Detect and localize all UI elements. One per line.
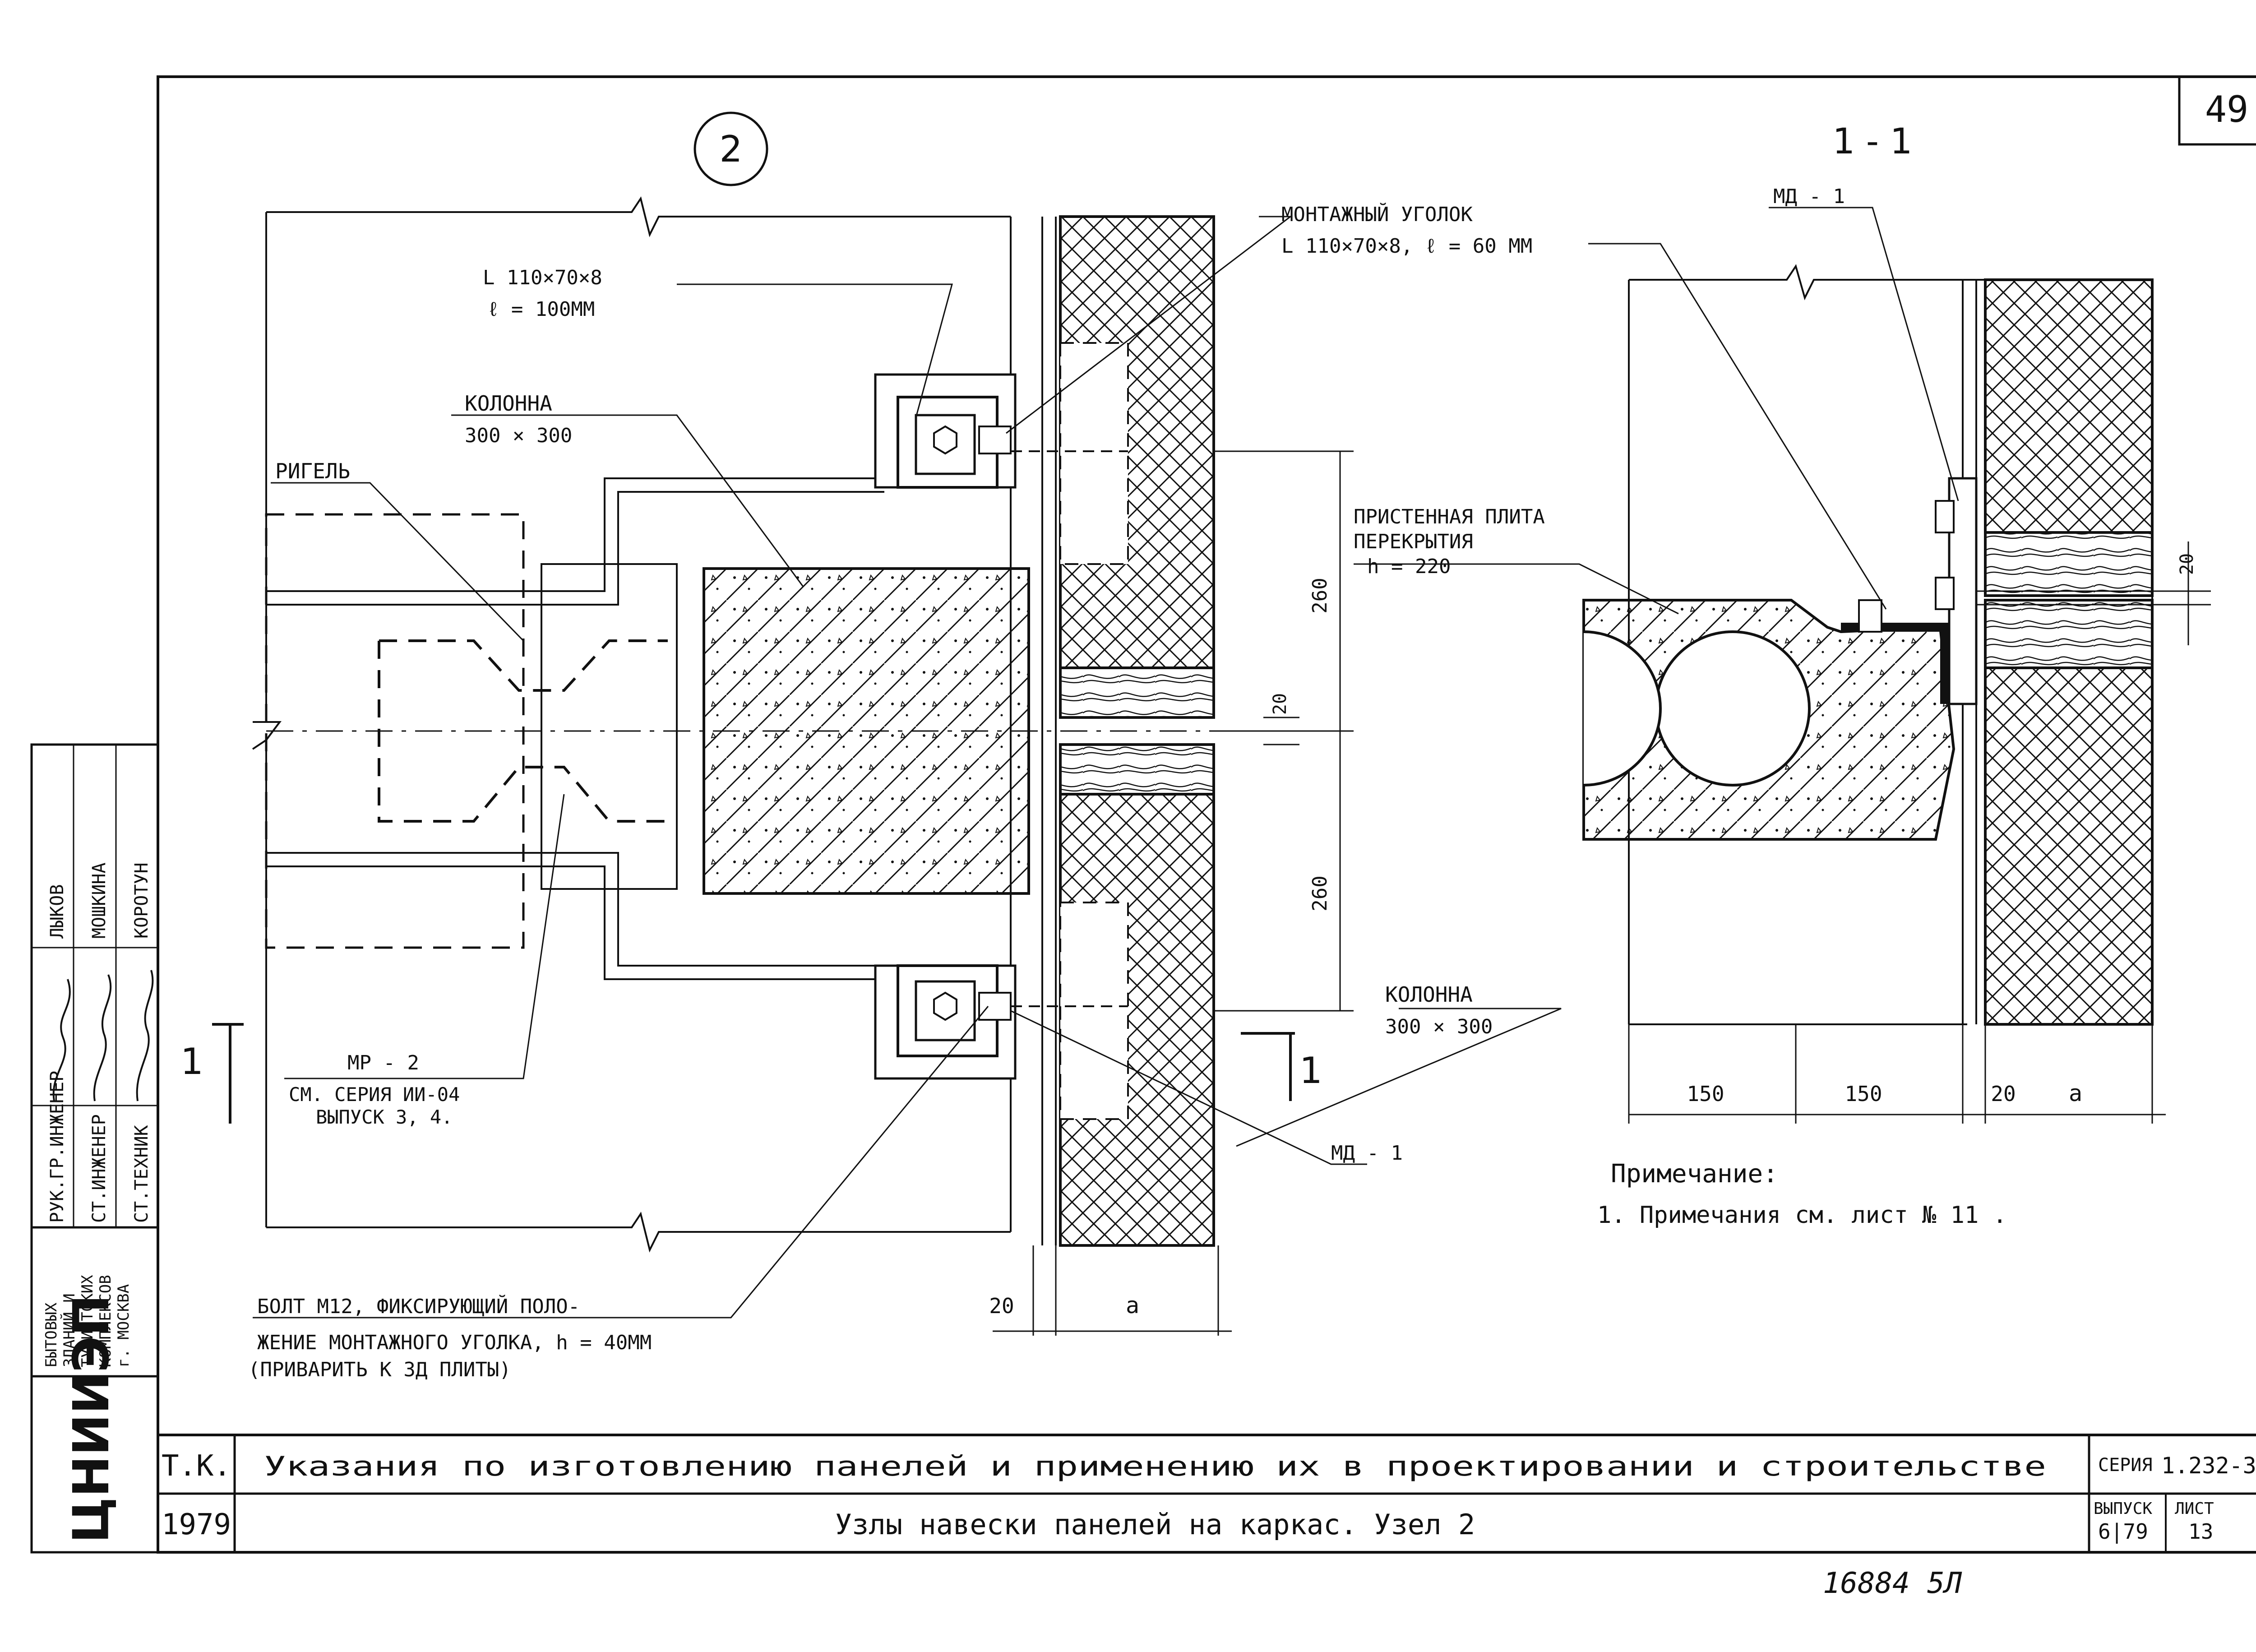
section-1-1	[1354, 207, 2211, 1124]
md1-label-right: МД - 1	[1773, 185, 1845, 208]
note-title: Примечание:	[1611, 1159, 1778, 1189]
name-1: ЛЫКОВ	[47, 884, 68, 939]
sheet-subtitle: Узлы навески панелей на каркас. Узел 2	[835, 1508, 1475, 1541]
series-value: 1.232-3	[2161, 1453, 2256, 1479]
role-3: СТ.ТЕХНИК	[131, 1125, 152, 1223]
name-2: МОШКИНА	[89, 862, 110, 939]
sheet-title: Указания по изготовлению панелей и приме…	[264, 1451, 2046, 1482]
sheet-label: ЛИСТ	[2175, 1499, 2214, 1518]
mr2-ref2: ВЫПУСК 3, 4.	[316, 1106, 453, 1128]
dim-bottom-20: 20	[989, 1294, 1014, 1318]
tk-label: Т.К.	[162, 1449, 231, 1483]
role-2: СТ.ИНЖЕНЕР	[89, 1114, 110, 1223]
section-title: 1 - 1	[1833, 121, 1913, 162]
dim-150-a: 150	[1687, 1082, 1724, 1106]
year-label: 1979	[162, 1508, 231, 1541]
md1-label-left: МД - 1	[1331, 1142, 1403, 1165]
name-3: КОРОТУН	[131, 862, 152, 939]
dim-20-right: 20	[2177, 553, 2197, 575]
bolt-note-1: БОЛТ М12, ФИКСИРУЮЩИЙ ПОЛО-	[257, 1294, 580, 1318]
sheet-number: 49	[2205, 88, 2248, 130]
node-label: 2	[720, 128, 743, 170]
slab-label-1: ПРИСТЕННАЯ ПЛИТА	[1354, 505, 1545, 528]
note-1: 1. Примечания см. лист № 11 .	[1597, 1202, 2007, 1229]
signature-2	[93, 974, 112, 1101]
dim-260-bottom: 260	[1308, 875, 1331, 911]
dim-20-b: 20	[1991, 1082, 2016, 1106]
column-size: 300 × 300	[465, 424, 572, 447]
mr2-ref1: СМ. СЕРИЯ ИИ-04	[289, 1083, 460, 1106]
sheet-number-box	[2178, 75, 2256, 146]
angle-small-length: ℓ = 100ММ	[487, 298, 595, 321]
bolt-note-2: ЖЕНИЕ МОНТАЖНОГО УГОЛКА, h = 40ММ	[257, 1331, 652, 1354]
column2-size: 300 × 300	[1385, 1015, 1493, 1038]
title-block	[158, 1434, 2256, 1552]
signature-3	[136, 970, 154, 1101]
bolt-note-3: (ПРИВАРИТЬ К ЗД ПЛИТЫ)	[248, 1358, 511, 1381]
dim-bottom-a: а	[1126, 1292, 1139, 1319]
node-2-drawing	[212, 111, 1562, 1336]
girder-label: РИГЕЛЬ	[275, 459, 350, 483]
column-label: КОЛОННА	[465, 391, 552, 416]
dim-150-b: 150	[1845, 1082, 1882, 1106]
signature-1	[52, 979, 71, 1101]
org-6: г. МОСКВА	[115, 1284, 133, 1367]
slab-label-3: h = 220	[1367, 555, 1451, 578]
section-mark-left: 1	[180, 1041, 203, 1083]
slab-label-2: ПЕРЕКРЫТИЯ	[1354, 530, 1473, 553]
org-5: КОМПЛЕКСОВ	[97, 1275, 115, 1367]
series-label: СЕРИЯ	[2098, 1455, 2152, 1476]
mounting-angle-label: МОНТАЖНЫЙ УГОЛОК	[1281, 202, 1473, 226]
mr2-label: МР - 2	[347, 1051, 419, 1074]
angle-small-label: L 110×70×8	[483, 266, 602, 289]
section-mark-right: 1	[1299, 1050, 1322, 1092]
org-3: ЗДАНИЙ И	[60, 1293, 79, 1367]
org-4: ТУРИСТСКИХ	[79, 1275, 97, 1367]
sheet-value: 13	[2188, 1519, 2213, 1544]
org-2: БЫТОВЫХ	[42, 1302, 60, 1367]
node-label-circle	[693, 111, 768, 186]
stamp-number: 16884 5Л	[1823, 1567, 1962, 1600]
role-1: РУК.ГР.ИНЖЕНЕР	[47, 1071, 68, 1223]
issue-value: 6|79	[2098, 1519, 2148, 1544]
org-logo: ЦНИИЭП	[62, 1295, 120, 1543]
side-stamp	[30, 743, 159, 1554]
column2-label: КОЛОННА	[1385, 982, 1473, 1007]
issue-label: ВЫПУСК	[2094, 1499, 2152, 1518]
dim-260-top: 260	[1308, 578, 1331, 613]
dim-20-left: 20	[1270, 693, 1290, 715]
dim-a-right: а	[2069, 1080, 2082, 1106]
mounting-angle-spec: L 110×70×8, ℓ = 60 ММ	[1281, 235, 1532, 258]
